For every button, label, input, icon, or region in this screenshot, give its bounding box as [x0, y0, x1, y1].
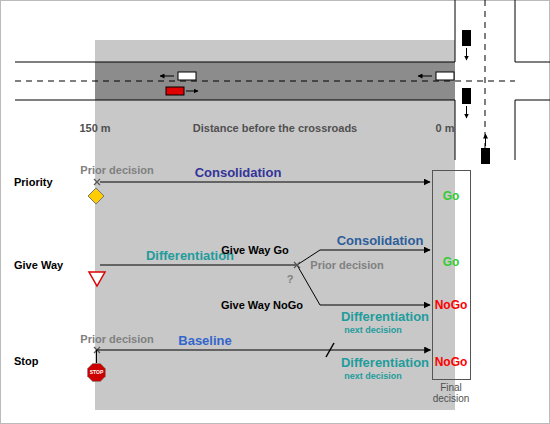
annotation-label: Differentiation	[341, 356, 429, 370]
road-lines	[15, 0, 550, 160]
decision-lines	[100, 182, 430, 357]
distance-zone	[95, 40, 455, 410]
decision-outcome: Go	[443, 190, 460, 203]
annotation-label: 150 m	[79, 122, 110, 134]
annotation-label: ?	[287, 273, 294, 285]
annotation-label: Prior decision	[80, 164, 153, 176]
annotation-label: Differentiation	[341, 310, 429, 324]
annotation-label: Prior decision	[80, 333, 153, 345]
annotation-label: Consolidation	[195, 166, 282, 180]
annotation-label: next decision	[344, 326, 402, 336]
sign-text: STOP	[90, 370, 104, 376]
decision-marks	[94, 179, 300, 353]
final-decision-box: GoGoNoGoNoGoFinal decision	[432, 170, 471, 380]
annotation-label: Prior decision	[310, 259, 383, 271]
annotation-label: Differentiation	[146, 249, 234, 263]
stop-sign: STOP	[87, 363, 106, 382]
priority-sign	[88, 188, 104, 204]
connector-label: Baseline	[178, 334, 231, 348]
annotation-label: Give Way	[14, 259, 63, 271]
annotation-label: next decision	[344, 372, 402, 382]
annotation-label: Consolidation	[337, 234, 424, 248]
annotation-label: Give Way Go	[221, 244, 288, 256]
annotation-label: Stop	[14, 355, 38, 367]
decision-outcome: NoGo	[435, 299, 468, 312]
give-way-sign	[89, 272, 105, 286]
decision-outcome: Go	[443, 256, 460, 269]
annotation-label: Distance before the crossroads	[193, 122, 357, 134]
box-heading: Final decision	[425, 382, 477, 404]
annotation-label: Give Way NoGo	[221, 299, 303, 311]
decision-outcome: NoGo	[435, 356, 468, 369]
annotation-label: Priority	[14, 176, 53, 188]
annotation-label: 0 m	[436, 122, 455, 134]
cars	[160, 30, 490, 164]
